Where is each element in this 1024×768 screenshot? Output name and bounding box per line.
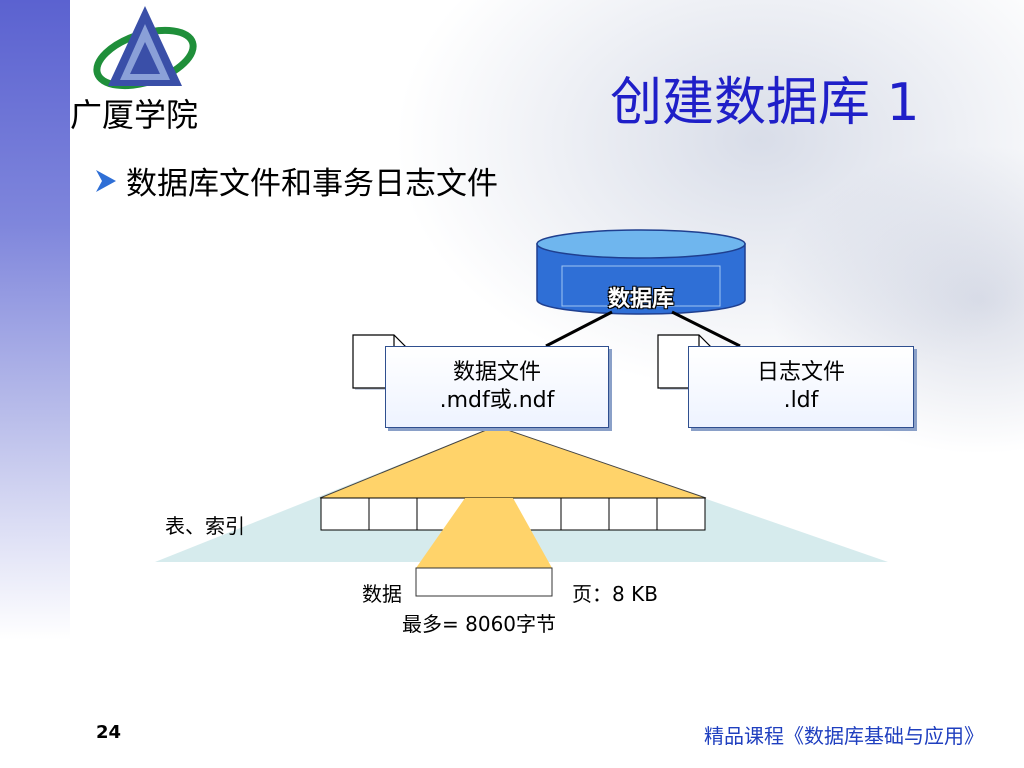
pages-wedge — [319, 425, 707, 499]
school-name: 广厦学院 — [70, 96, 199, 134]
page-number: 24 — [96, 722, 122, 743]
data-file-title: 数据文件 — [452, 360, 541, 385]
log-file-title: 日志文件 — [756, 360, 845, 385]
page-detail-funnel — [416, 498, 552, 568]
page-title: 创建数据库 1 — [610, 73, 920, 133]
bullet-arrow-icon — [96, 169, 116, 192]
data-file-box: 数据文件 .mdf或.ndf — [385, 346, 609, 428]
connector-data-file — [545, 310, 613, 348]
log-file-extension: .ldf — [783, 388, 819, 413]
data-file-extension: .mdf或.ndf — [439, 388, 555, 413]
bullet-item: 数据库文件和事务日志文件 — [92, 158, 498, 203]
left-accent-bar — [0, 0, 70, 640]
page-size-label: 页：8 KB — [572, 582, 658, 606]
max-bytes-label: 最多= 8060字节 — [402, 612, 557, 636]
database-cylinder-icon — [536, 229, 746, 315]
data-page-box — [415, 567, 553, 597]
bullet-text: 数据库文件和事务日志文件 — [126, 166, 498, 202]
database-label: 数据库 — [607, 287, 674, 312]
course-name: 精品课程《数据库基础与应用》 — [704, 724, 984, 748]
table-index-label: 表、索引 — [165, 514, 245, 538]
data-label: 数据 — [362, 582, 402, 606]
logo-icon — [93, 6, 197, 90]
connector-log-file — [671, 310, 741, 348]
log-file-box: 日志文件 .ldf — [688, 346, 914, 428]
